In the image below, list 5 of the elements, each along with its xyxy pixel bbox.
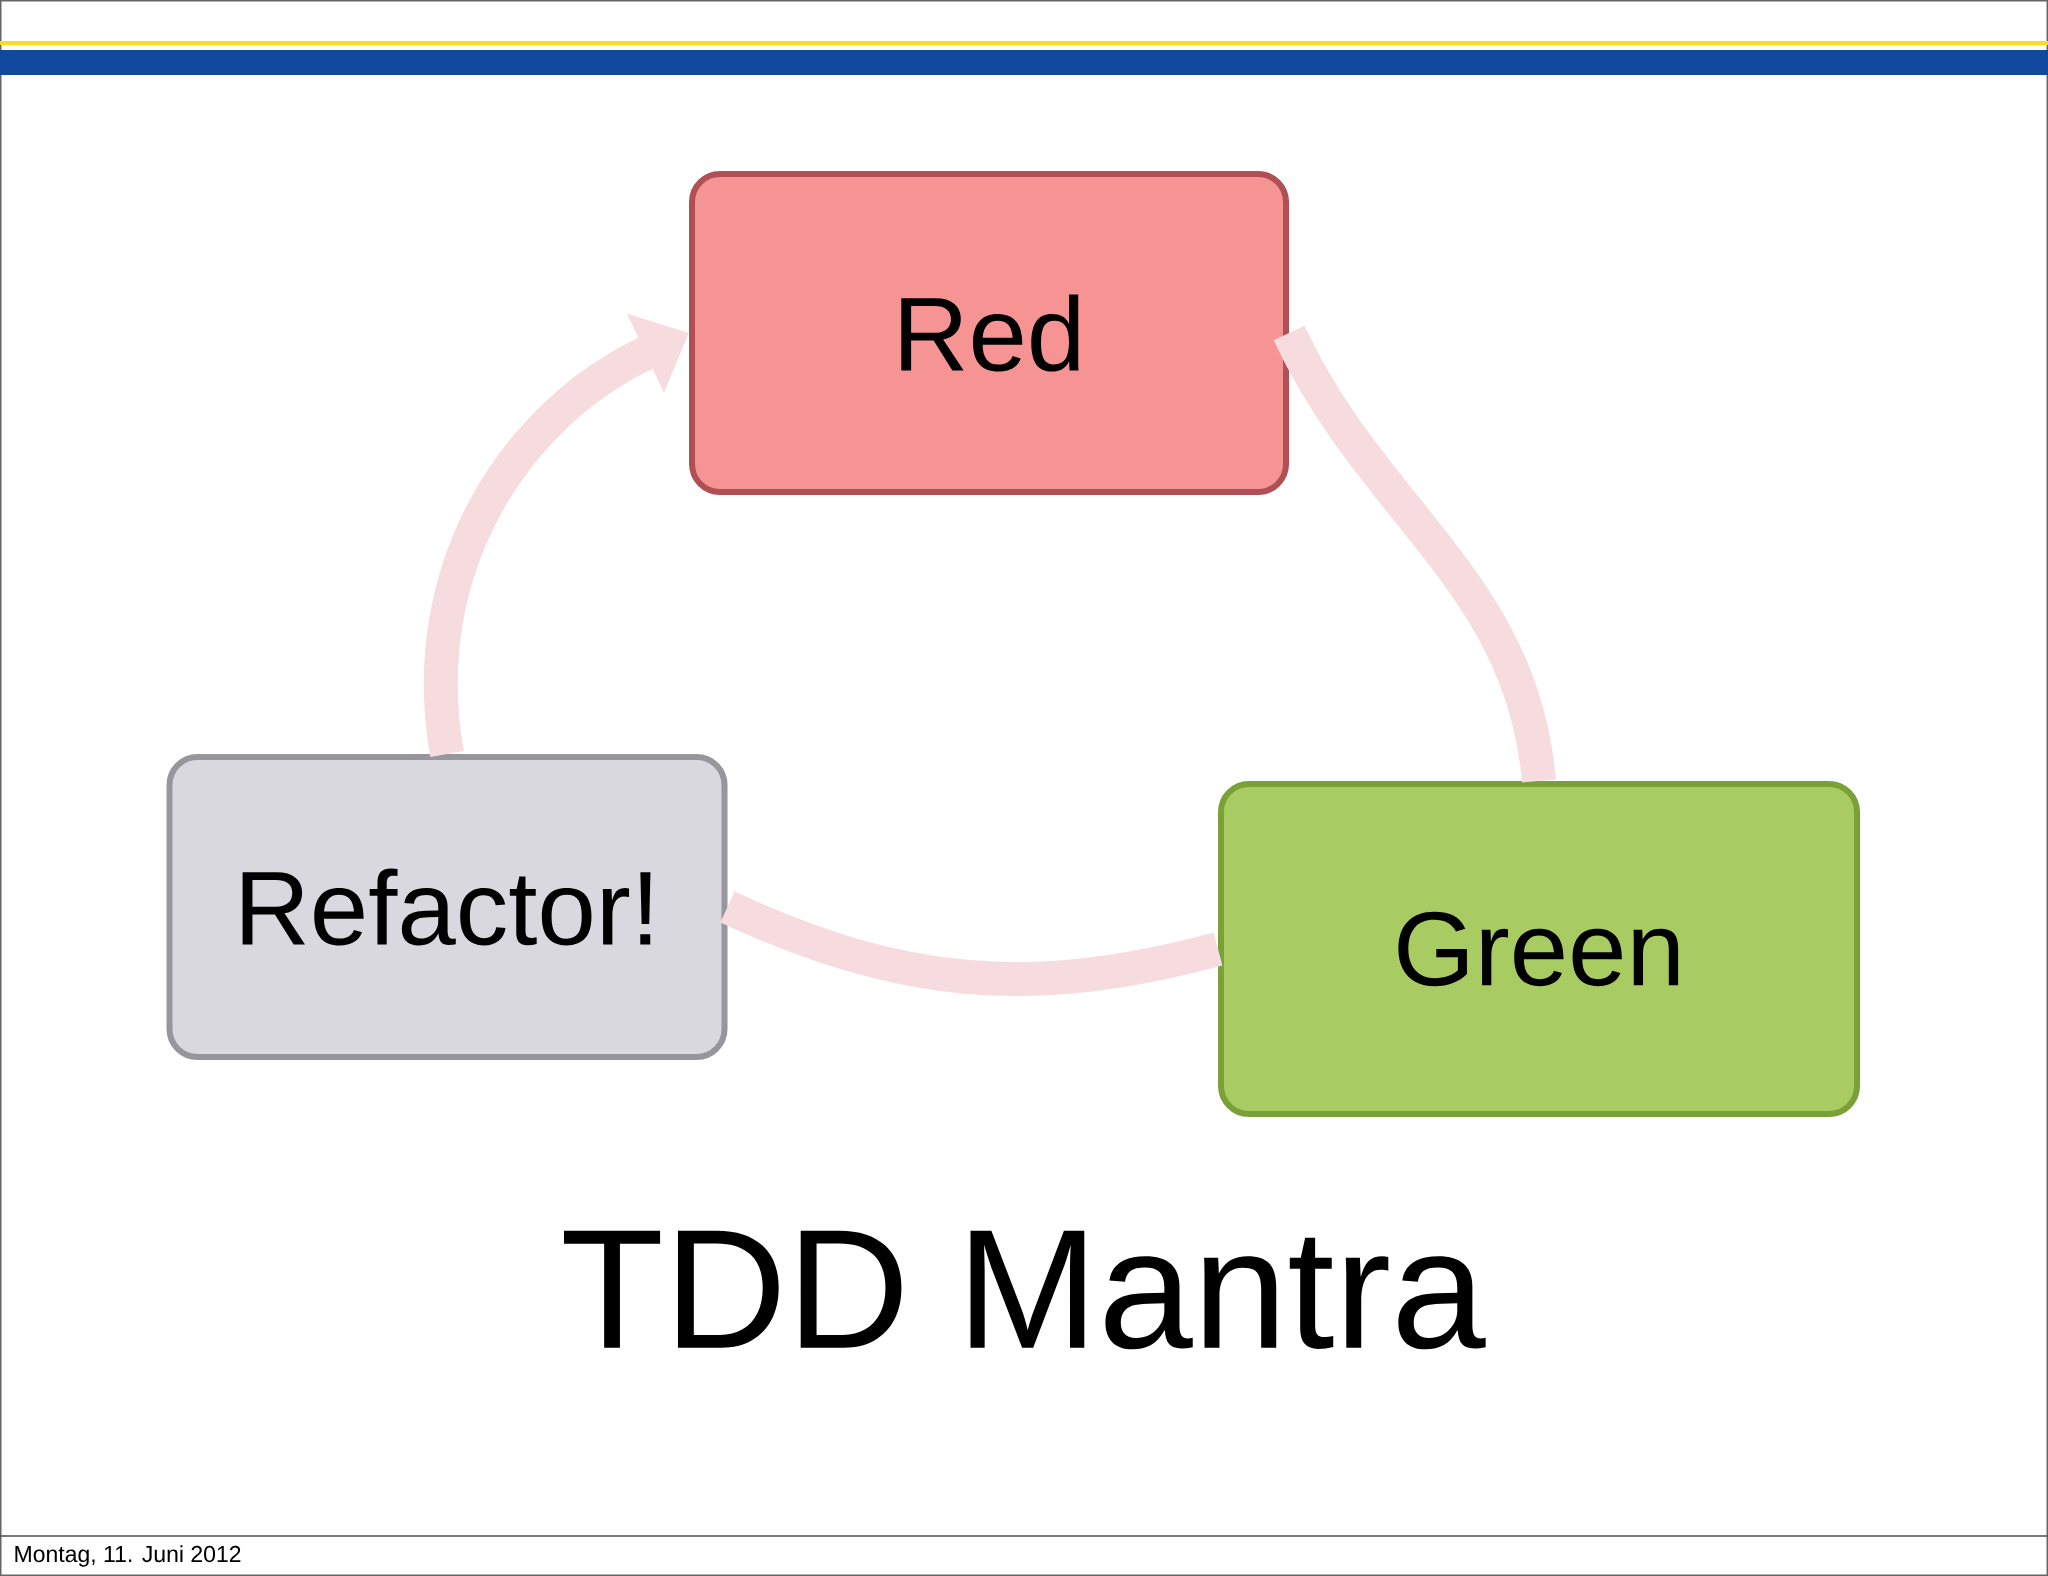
- footer-date: Montag, 11. Juni 2012: [15, 1545, 241, 1567]
- process-box: Red: [689, 171, 1289, 495]
- slide-title: TDD Mantra: [563, 1230, 1486, 1350]
- process-box: Refactor!: [166, 754, 728, 1060]
- process-box: Green: [1218, 781, 1860, 1117]
